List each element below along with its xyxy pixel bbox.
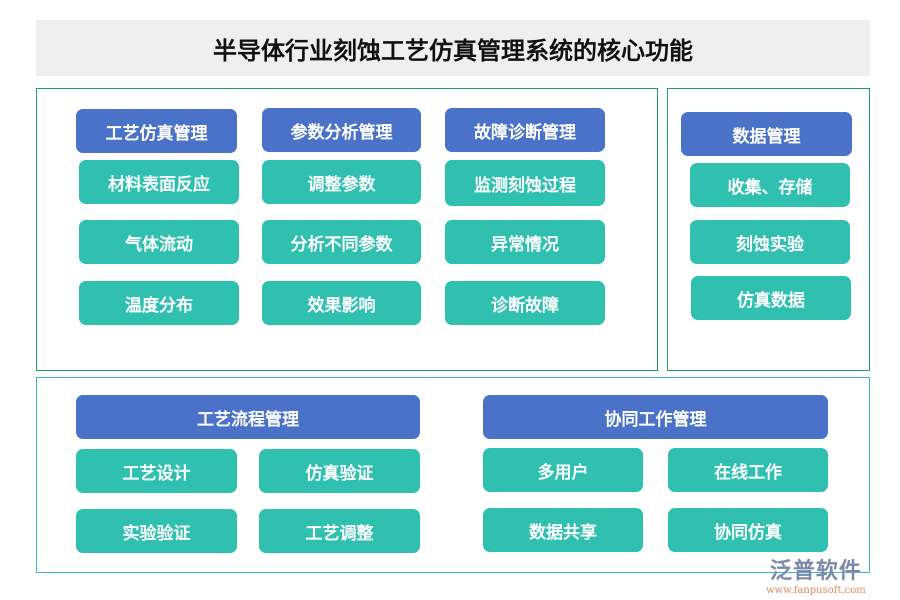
item: 效果影响 xyxy=(262,281,421,325)
fanpusoft-logo: 泛普软件 www.fanpusoft.com xyxy=(766,553,866,596)
item: 实验验证 xyxy=(76,509,237,553)
item: 分析不同参数 xyxy=(262,220,421,264)
data-management-header: 数据管理 xyxy=(681,112,852,156)
item: 工艺调整 xyxy=(259,509,420,553)
item: 数据共享 xyxy=(483,508,643,552)
item: 材料表面反应 xyxy=(79,160,239,204)
logo-url: www.fanpusoft.com xyxy=(766,585,866,596)
item: 收集、存储 xyxy=(690,163,850,207)
process-simulation-header: 工艺仿真管理 xyxy=(76,109,237,153)
item: 工艺设计 xyxy=(76,449,237,493)
bottom-panel xyxy=(36,377,870,573)
page-title: 半导体行业刻蚀工艺仿真管理系统的核心功能 xyxy=(36,20,870,76)
item: 协同仿真 xyxy=(668,508,828,552)
item: 气体流动 xyxy=(79,220,239,264)
item: 监测刻蚀过程 xyxy=(445,160,605,206)
item: 温度分布 xyxy=(79,281,239,325)
parameter-analysis-header: 参数分析管理 xyxy=(262,108,421,152)
fault-diagnosis-header: 故障诊断管理 xyxy=(445,108,605,152)
item: 诊断故障 xyxy=(445,281,605,325)
item: 异常情况 xyxy=(445,220,605,264)
item: 仿真验证 xyxy=(259,449,420,493)
item: 刻蚀实验 xyxy=(690,220,850,264)
right-panel xyxy=(667,88,870,371)
process-flow-header: 工艺流程管理 xyxy=(76,395,420,439)
logo-name: 泛普软件 xyxy=(769,559,862,584)
collaboration-header: 协同工作管理 xyxy=(483,395,828,439)
item: 调整参数 xyxy=(262,160,421,204)
item: 仿真数据 xyxy=(691,276,851,320)
top-left-panel xyxy=(36,88,658,371)
item: 多用户 xyxy=(483,448,643,492)
item: 在线工作 xyxy=(668,448,828,492)
